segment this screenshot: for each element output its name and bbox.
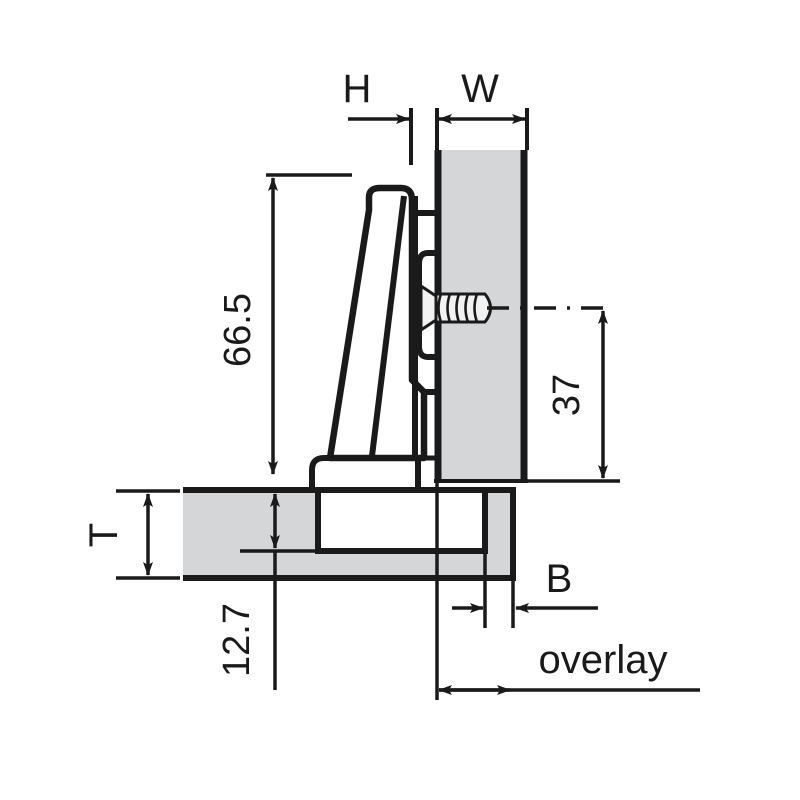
hinge-cup-outline [309,455,421,493]
dimension-overlay: overlay [435,481,700,700]
dim-b-label: B [546,557,573,601]
mounting-plate-screw-slot [416,250,440,360]
hinge-arm-taper-line [369,195,407,457]
dimension-66-5: 66.5 [217,173,352,475]
dim-12-7-label: 12.7 [216,603,258,677]
screw-threads [437,293,479,323]
mounting-plate [412,196,440,461]
cup-bore-outline [315,492,488,554]
dim-t-label: T [82,523,126,547]
dim-66-5-label: 66.5 [217,293,259,367]
door-panel [183,487,516,581]
dim-h-label: H [343,67,372,111]
mounting-screw [419,284,492,332]
dimension-w: W [435,67,529,150]
dimension-h: H [343,67,413,165]
dimension-37: 37 [527,310,620,483]
hinge-cup [309,455,421,493]
screw-shaft [434,292,492,324]
dimension-b: B [452,551,598,628]
dim-overlay-label: overlay [539,638,668,682]
hinge-cup-bore-recess [318,492,485,551]
dimension-t: T [82,489,180,580]
dim-w-label: W [461,67,499,111]
dimension-12-7: 12.7 [216,493,318,690]
dim-37-label: 37 [546,374,588,416]
